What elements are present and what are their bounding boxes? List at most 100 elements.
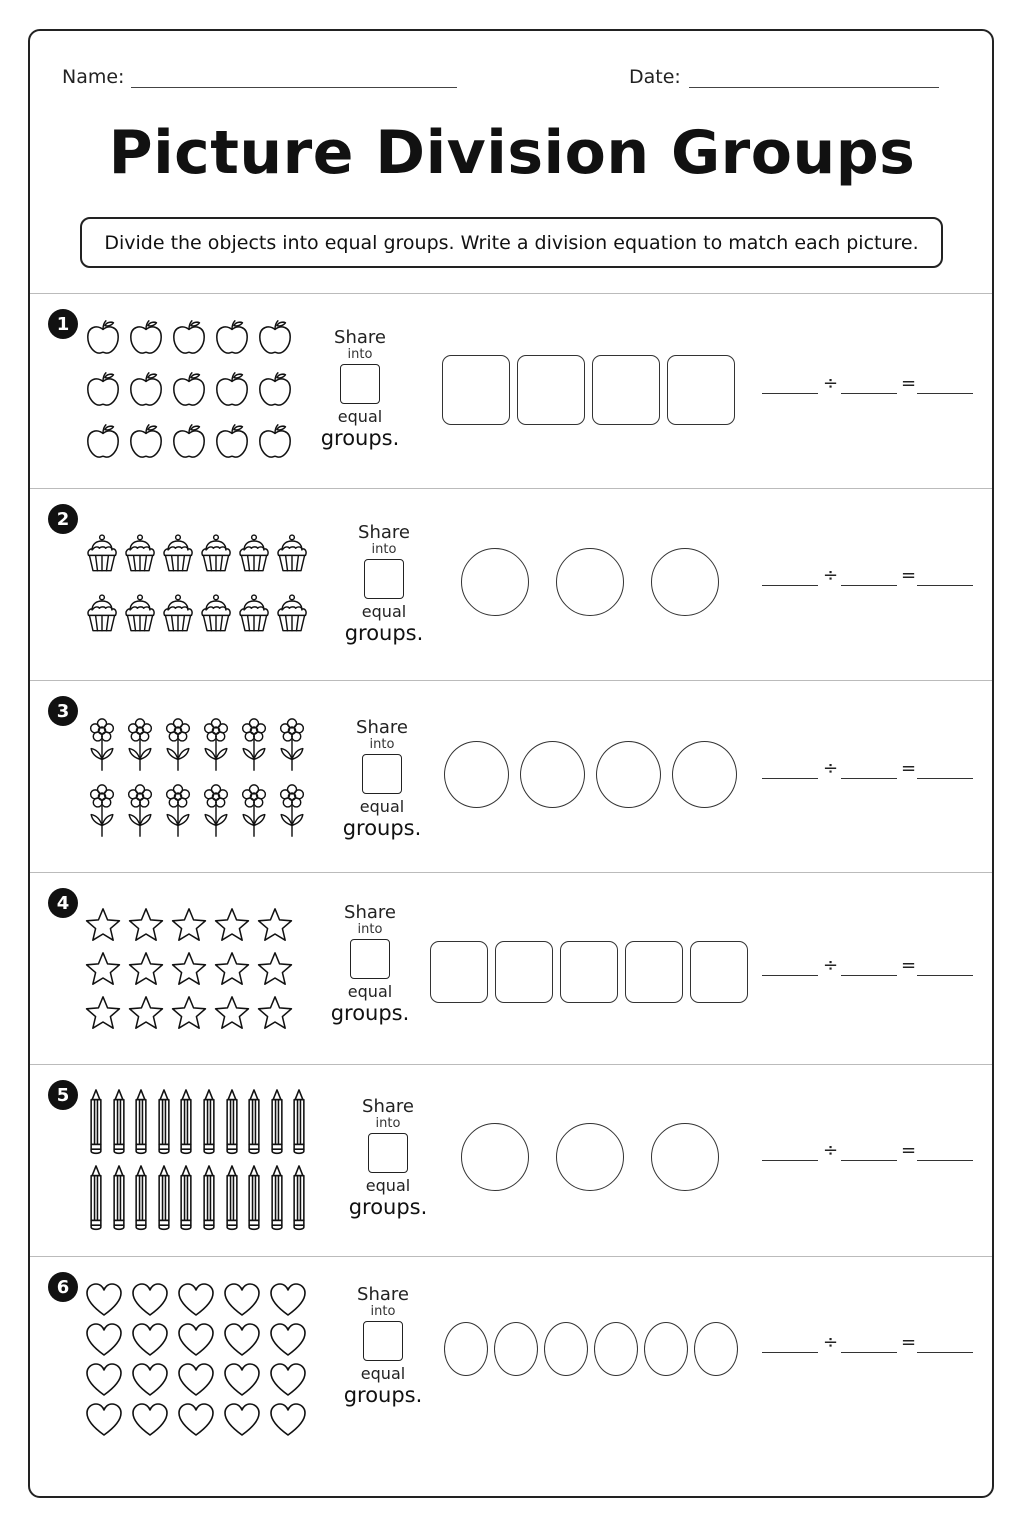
- dividend-blank[interactable]: [762, 1352, 818, 1353]
- divisor-blank[interactable]: [841, 1352, 897, 1353]
- star-icon: [213, 906, 251, 948]
- group-count-answer-box[interactable]: [340, 364, 380, 404]
- dividend-blank[interactable]: [762, 393, 818, 394]
- apple-icon: [256, 370, 294, 412]
- group-square[interactable]: [592, 355, 660, 425]
- name-line[interactable]: [131, 87, 457, 88]
- heart-icon: [176, 1400, 216, 1444]
- star-icon: [84, 906, 122, 948]
- heart-icon: [130, 1360, 170, 1404]
- group-count-answer-box[interactable]: [363, 1321, 403, 1361]
- star-icon: [84, 994, 122, 1036]
- equal-word: equal: [359, 797, 405, 816]
- group-oval[interactable]: [494, 1322, 538, 1376]
- apple-icon: [127, 318, 165, 360]
- flower-icon: [160, 784, 196, 842]
- quotient-blank[interactable]: [917, 975, 973, 976]
- group-oval[interactable]: [544, 1322, 588, 1376]
- heart-icon: [268, 1280, 308, 1324]
- heart-icon: [84, 1360, 124, 1404]
- dividend-blank[interactable]: [762, 777, 818, 779]
- star-icon: [170, 950, 208, 992]
- equals-sign: =: [901, 373, 917, 394]
- dividend-blank[interactable]: [762, 585, 818, 586]
- star-icon: [170, 906, 208, 948]
- dividend-blank[interactable]: [762, 1160, 818, 1161]
- group-oval[interactable]: [594, 1322, 638, 1376]
- date-line[interactable]: [689, 87, 939, 88]
- quotient-blank[interactable]: [917, 585, 973, 586]
- share-word: Share: [356, 717, 408, 738]
- apple-icon: [170, 318, 208, 360]
- heart-icon: [130, 1400, 170, 1444]
- group-count-answer-box[interactable]: [362, 754, 402, 794]
- heart-icon: [84, 1280, 124, 1324]
- quotient-blank[interactable]: [917, 1160, 973, 1161]
- cupcake-icon: [274, 532, 310, 577]
- group-circle[interactable]: [556, 548, 624, 616]
- quotient-blank[interactable]: [917, 777, 973, 779]
- group-square[interactable]: [517, 355, 585, 425]
- group-square[interactable]: [495, 941, 553, 1003]
- group-count-answer-box[interactable]: [368, 1133, 408, 1173]
- problem-number-badge: 5: [48, 1080, 78, 1110]
- equals-sign: =: [901, 757, 917, 779]
- group-circle[interactable]: [461, 1123, 529, 1191]
- cupcake-icon: [236, 532, 272, 577]
- star-icon: [127, 906, 165, 948]
- group-square[interactable]: [430, 941, 488, 1003]
- heart-icon: [268, 1320, 308, 1364]
- star-icon: [127, 950, 165, 992]
- group-square[interactable]: [560, 941, 618, 1003]
- group-circle[interactable]: [556, 1123, 624, 1191]
- apple-icon: [213, 370, 251, 412]
- group-circle[interactable]: [672, 741, 737, 808]
- group-circle[interactable]: [596, 741, 661, 808]
- divide-sign: ÷: [823, 1140, 839, 1161]
- division-equation: ÷=: [762, 757, 974, 783]
- group-circle[interactable]: [461, 548, 529, 616]
- quotient-blank[interactable]: [917, 393, 973, 394]
- group-oval[interactable]: [694, 1322, 738, 1376]
- worksheet-border: [28, 29, 994, 1498]
- group-oval[interactable]: [444, 1322, 488, 1376]
- group-square[interactable]: [690, 941, 748, 1003]
- problem-number-badge: 6: [48, 1272, 78, 1302]
- equals-sign: =: [901, 1332, 917, 1353]
- problem-number-badge: 1: [48, 309, 78, 339]
- share-word: Share: [357, 1284, 409, 1305]
- group-count-answer-box[interactable]: [350, 939, 390, 979]
- row-divider: [30, 293, 992, 294]
- group-square[interactable]: [667, 355, 735, 425]
- group-square[interactable]: [625, 941, 683, 1003]
- group-count-answer-box[interactable]: [364, 559, 404, 599]
- group-circle[interactable]: [651, 1123, 719, 1191]
- apple-icon: [170, 422, 208, 464]
- heart-icon: [268, 1400, 308, 1444]
- problem-number-badge: 2: [48, 504, 78, 534]
- star-icon: [256, 950, 294, 992]
- pencil-icon: [199, 1164, 219, 1236]
- quotient-blank[interactable]: [917, 1352, 973, 1353]
- group-square[interactable]: [442, 355, 510, 425]
- divisor-blank[interactable]: [841, 393, 897, 394]
- dividend-blank[interactable]: [762, 975, 818, 976]
- into-word: into: [370, 1304, 396, 1319]
- group-circle[interactable]: [651, 548, 719, 616]
- pencil-icon: [154, 1088, 174, 1160]
- group-circle[interactable]: [520, 741, 585, 808]
- flower-icon: [236, 718, 272, 776]
- pencil-icon: [267, 1164, 287, 1236]
- divisor-blank[interactable]: [841, 585, 897, 586]
- groups-word: groups.: [348, 1195, 428, 1219]
- divisor-blank[interactable]: [841, 777, 897, 779]
- divide-sign: ÷: [823, 373, 839, 394]
- pencil-icon: [131, 1088, 151, 1160]
- group-oval[interactable]: [644, 1322, 688, 1376]
- row-divider: [30, 488, 992, 489]
- divisor-blank[interactable]: [841, 975, 897, 976]
- group-circle[interactable]: [444, 741, 509, 808]
- divisor-blank[interactable]: [841, 1160, 897, 1161]
